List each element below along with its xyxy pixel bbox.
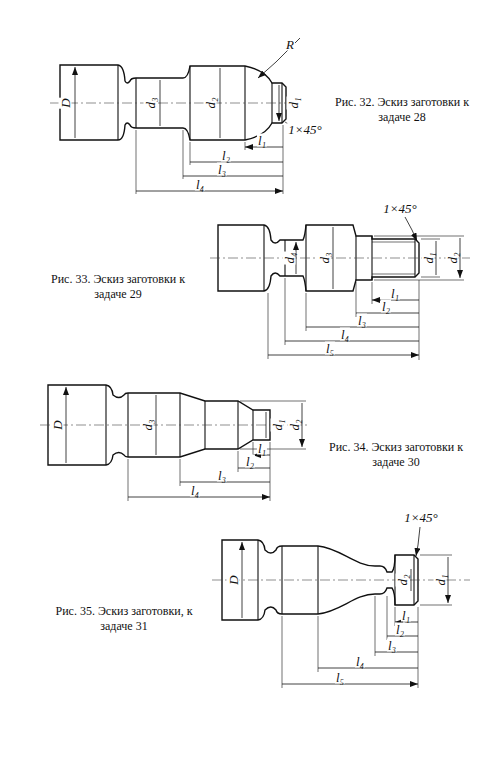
dimension-label: R — [285, 38, 295, 51]
figure-caption: Рис. 35. Эскиз заготовки, к задаче 31 — [38, 604, 210, 634]
dimension-label: l₄ — [355, 655, 365, 668]
dimension-label: d₁ — [434, 573, 447, 586]
dimension-label: l₁ — [390, 287, 400, 300]
dimension-label: d₂ — [204, 96, 217, 109]
dimension-label: l₃ — [217, 163, 227, 176]
figure-caption: Рис. 32. Эскиз заготовки к задаче 28 — [326, 95, 478, 125]
dimension-label: d₄ — [283, 251, 296, 264]
dimension-label: l₂ — [395, 623, 405, 636]
dimension-label: l₂ — [245, 455, 255, 468]
blank-35 — [212, 527, 470, 688]
dimension-label: 1×45° — [287, 123, 322, 136]
dimension-label: D — [59, 97, 72, 108]
dimension-label: l₁ — [401, 609, 411, 622]
dimension-label: l₃ — [357, 314, 367, 327]
dimension-label: l₄ — [340, 328, 350, 341]
dimension-label: d₂ — [396, 573, 409, 586]
dimension-label: d₂ — [446, 251, 459, 264]
blank-32 — [50, 38, 300, 194]
dimension-label: l₄ — [195, 178, 205, 191]
dimension-label: d₁ — [271, 418, 284, 431]
dimension-label: l₃ — [217, 469, 227, 482]
dimension-label: 1×45° — [403, 511, 438, 524]
dimension-label: l₁ — [257, 134, 267, 147]
blank-34 — [40, 385, 310, 501]
dimension-label: d₁ — [287, 96, 300, 109]
dimension-label: d₂ — [288, 418, 301, 431]
dimension-label: d₃ — [318, 251, 331, 264]
dimension-label: d₃ — [144, 96, 157, 109]
dimension-label: D — [51, 419, 64, 430]
figure-caption: Рис. 34. Эскиз заготовки к задаче 30 — [320, 440, 472, 470]
blank-33 — [210, 217, 470, 360]
dimension-label: l₄ — [190, 484, 200, 497]
dimension-label: 1×45° — [382, 202, 417, 215]
dimension-label: l₅ — [325, 342, 335, 355]
dimension-label: l₃ — [387, 639, 397, 652]
dimension-label: l₂ — [381, 300, 391, 313]
dimension-label: l₁ — [257, 442, 267, 455]
dimension-label: l₅ — [335, 671, 345, 684]
figure-caption: Рис. 33. Эскиз заготовки к задаче 29 — [38, 272, 198, 302]
dimension-label: d₃ — [141, 418, 154, 431]
dimension-label: d₁ — [422, 251, 435, 264]
dimension-label: l₂ — [221, 149, 231, 162]
dimension-label: D — [227, 574, 240, 585]
